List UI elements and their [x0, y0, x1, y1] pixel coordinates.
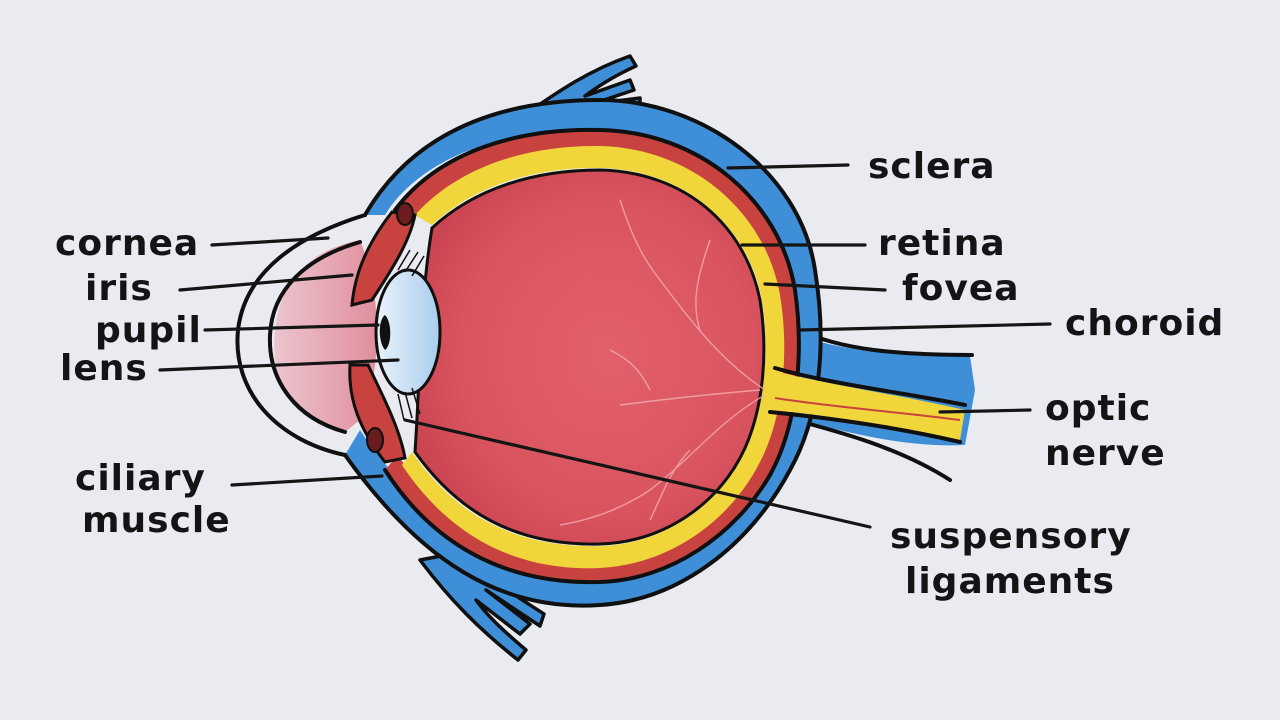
- leader-ciliary: [232, 476, 382, 485]
- label-optic-nerve-1: optic: [1045, 388, 1151, 429]
- label-pupil: pupil: [95, 310, 202, 351]
- label-suspensory-1: suspensory: [890, 516, 1132, 557]
- label-suspensory-2: ligaments: [905, 561, 1115, 602]
- lens-shape: [376, 270, 440, 394]
- leader-cornea: [212, 238, 328, 245]
- label-ciliary-1: ciliary: [75, 458, 206, 499]
- label-choroid: choroid: [1065, 303, 1224, 344]
- vitreous-body: [415, 170, 765, 544]
- label-iris: iris: [85, 268, 153, 309]
- label-sclera: sclera: [868, 146, 996, 187]
- leader-optic-nerve: [940, 410, 1030, 412]
- label-fovea: fovea: [902, 268, 1020, 309]
- label-lens: lens: [60, 348, 148, 389]
- label-cornea: cornea: [55, 223, 199, 264]
- label-optic-nerve-2: nerve: [1045, 433, 1166, 474]
- label-retina: retina: [878, 223, 1006, 264]
- leader-choroid: [800, 324, 1050, 330]
- label-ciliary-2: muscle: [82, 500, 231, 541]
